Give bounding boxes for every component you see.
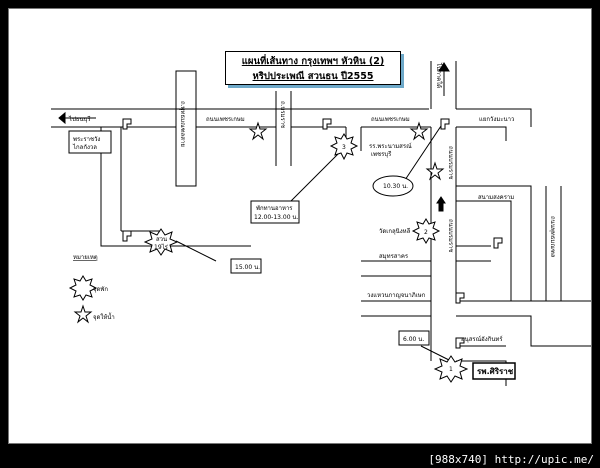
label-school-2: เพชรบุรี [371, 150, 392, 158]
label-phutthamonthon-sai: ถ.พุทธมณฑลสาย [179, 101, 186, 147]
label-school-1: รร.พระนามสรณ์ [369, 142, 412, 150]
callout-1030 [372, 175, 414, 197]
lunch-callout [250, 200, 300, 224]
hospital-box [472, 362, 516, 380]
ring-road [361, 300, 431, 317]
sanam-inner-road [456, 200, 512, 301]
north-road [430, 61, 457, 109]
label-park-2: 19ไร่ [154, 243, 169, 251]
turn-arrow-icon [455, 337, 465, 349]
legend-checkpoint-icon [73, 304, 93, 324]
label-0600: 6.00 น. [403, 336, 424, 343]
label-lunch-line2: 12.00-13.00 น. [254, 214, 299, 221]
label-borommarat-1: ถนนบรมราช [447, 146, 454, 180]
stop1-number: 1 [449, 366, 453, 373]
arrow-west-icon [58, 111, 96, 125]
turn-arrow-icon [322, 118, 332, 130]
label-phutthamonthon-road: ถนนพุทธมณฑล [549, 216, 556, 258]
label-rama-road: ถ.บรมราช [279, 101, 286, 128]
checkpoint-star-icon [409, 121, 429, 141]
samut-sakhon-road [456, 245, 491, 262]
label-phetkasem-1: ถนนเพชรเกษม [206, 116, 245, 123]
leader-0600 [420, 345, 452, 362]
borommarat-road [430, 127, 457, 361]
label-borommarat-2: ถนนบรมราช [447, 219, 454, 253]
label-king-statue-2: ไกลกังวล [72, 143, 97, 151]
arrow-up-stem-icon [438, 202, 444, 212]
stop3-number: 3 [342, 144, 346, 151]
leader-1500 [175, 240, 217, 262]
label-to-south: ไปภาคใต้ [435, 62, 443, 88]
samut-sakhon-left [361, 260, 431, 277]
leader-lunch [290, 145, 347, 202]
callout-0600 [398, 330, 430, 346]
label-park-1: สวน [156, 236, 167, 243]
turn-arrow-icon [440, 118, 450, 130]
label-1500: 15.00 น. [235, 264, 260, 271]
rest-stop-icon [433, 355, 469, 383]
arrow-up-small-icon [436, 196, 446, 204]
stop2-number: 2 [424, 229, 428, 236]
watermark-text: [988x740] http://upic.me/ [428, 453, 594, 466]
map-title-box: แผนที่เส้นทาง กรุงเทพฯ หัวหิน (2) หริปปร… [225, 51, 401, 85]
legend-rest-label: จุดพัก [93, 286, 108, 293]
east-road-bottom [456, 126, 507, 141]
legend-heading: หมายเหตุ [73, 254, 98, 261]
label-to-thonburi: ไปธนบุรี [68, 115, 91, 123]
label-sanam-sakhorn: สนามสงคราม [478, 194, 514, 201]
label-samut-sakhon: สมุทรสาคร [379, 253, 409, 260]
leader-1030 [400, 125, 442, 187]
map-title-line2: หริปประเพณี สวนธน ปี2555 [252, 71, 374, 82]
arrow-north-icon [438, 62, 450, 96]
label-temple: วัดเกลุนิงหลี [379, 227, 411, 235]
route-map: ไปธนบุรี ถนนเพชรเกษม ถนนเพชรเกษม แยกวังม… [51, 61, 591, 386]
rest-stop-icon [143, 228, 179, 256]
callout-1500 [230, 258, 262, 274]
turn-arrow-icon [122, 230, 132, 242]
phutthamonthon-sai-block [175, 70, 197, 187]
king-statue-box [68, 130, 112, 154]
label-king-statue-1: พระราชวัง [73, 136, 100, 143]
ring-road-east [456, 300, 591, 347]
legend-rest-icon [68, 275, 98, 301]
turn-arrow-icon [455, 292, 465, 304]
label-phaekkrachang: แยกวังมะนาว [479, 116, 514, 123]
phutthamonthon-road-vertical [545, 186, 562, 301]
middle-vertical-road [275, 91, 292, 166]
checkpoint-star-icon [248, 121, 268, 141]
label-hospital: รพ.ศิริราช [477, 367, 514, 376]
label-ring-road: วงแหวนกาญจนาภิเษก [367, 292, 426, 299]
map-frame: แผนที่เส้นทาง กรุงเทพฯ หัวหิน (2) หริปปร… [8, 8, 592, 444]
rest-stop-icon [411, 218, 441, 244]
turn-arrow-icon [122, 118, 132, 130]
east-road-top [456, 108, 532, 127]
label-lunch-line1: พักทานอาหาร [256, 205, 293, 212]
label-anusawari: อนุสรณ์อังกินทร์ [461, 335, 503, 343]
turn-arrow-icon [493, 237, 503, 249]
sanam-sakhorn-road [456, 185, 532, 301]
label-phetkasem-2: ถนนเพชรเกษม [371, 116, 410, 123]
map-title-line1: แผนที่เส้นทาง กรุงเทพฯ หัวหิน (2) [241, 56, 385, 67]
legend-checkpoint-label: จุดให้น้ำ [93, 311, 115, 321]
rest-stop-icon [329, 133, 359, 161]
label-1030: 10.30 น. [383, 183, 408, 190]
checkpoint-star-icon [425, 161, 445, 181]
